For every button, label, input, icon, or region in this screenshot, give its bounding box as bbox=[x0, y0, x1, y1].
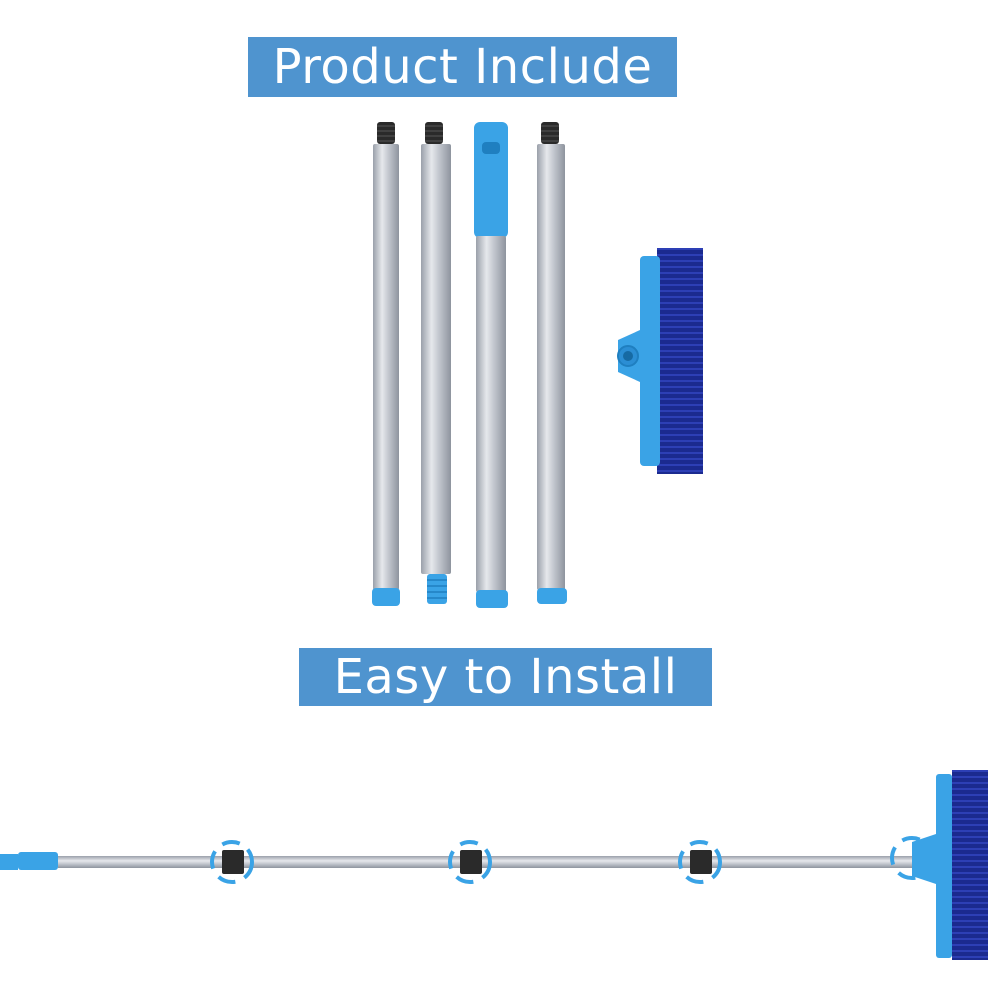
hang-hook-grip bbox=[474, 122, 508, 238]
assembled-broom bbox=[0, 770, 988, 960]
pole-section-3 bbox=[474, 122, 508, 608]
pole-tube bbox=[537, 144, 565, 590]
brush-head bbox=[617, 248, 703, 474]
rotate-arrow-icon bbox=[678, 840, 722, 884]
pole-end-cap bbox=[537, 588, 567, 604]
pole-tube bbox=[476, 236, 506, 592]
connector-1 bbox=[210, 840, 254, 884]
connector-3 bbox=[678, 840, 722, 884]
pole-section-1 bbox=[372, 122, 400, 606]
brush-block bbox=[936, 774, 952, 958]
pole-end-cap bbox=[476, 590, 508, 608]
pole-section-4 bbox=[537, 122, 567, 604]
easy-install-banner: Easy to Install bbox=[299, 648, 712, 706]
rotate-arrow-icon bbox=[210, 840, 254, 884]
pole-end-cap bbox=[372, 588, 400, 606]
rotate-arrow-icon bbox=[448, 840, 492, 884]
pole-tube bbox=[421, 144, 451, 574]
handle-grip bbox=[0, 854, 18, 870]
product-include-banner: Product Include bbox=[248, 37, 677, 97]
brush-bristles bbox=[952, 770, 988, 960]
pole-section-2 bbox=[421, 122, 451, 604]
thread-tip bbox=[425, 122, 443, 144]
thread-tip bbox=[541, 122, 559, 144]
thread-tip bbox=[377, 122, 395, 144]
hang-hole bbox=[482, 142, 500, 154]
pole-tube bbox=[373, 144, 399, 590]
brush-block bbox=[640, 256, 660, 466]
thread-connector bbox=[427, 574, 447, 604]
brush-bristles bbox=[657, 248, 703, 474]
connector-2 bbox=[448, 840, 492, 884]
